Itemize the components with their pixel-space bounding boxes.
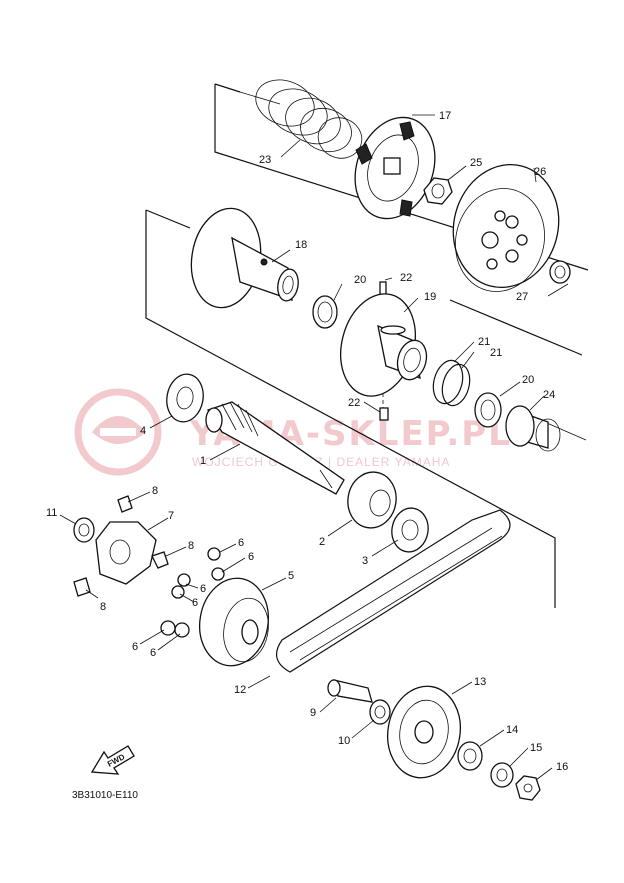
callout-6-a: 6: [238, 537, 244, 549]
callout-22-lower: 22: [348, 397, 360, 409]
callout-10: 10: [338, 735, 350, 747]
callout-17: 17: [439, 110, 451, 122]
callout-18: 18: [295, 239, 307, 251]
callout-8-right: 8: [188, 540, 194, 552]
collar-upper: [312, 295, 338, 329]
callout-14: 14: [506, 724, 518, 736]
leader-lines: [59, 114, 569, 781]
callout-8-left: 8: [100, 601, 106, 613]
bearing-upper: [166, 373, 204, 423]
callout-5: 5: [288, 570, 294, 582]
slider-left: [73, 577, 91, 597]
callout-16: 16: [556, 761, 568, 773]
callout-13: 13: [474, 676, 486, 688]
oil-seal-lower: [391, 507, 429, 553]
primary-sliding-sheave: [199, 577, 269, 667]
callouts: 23 17 25 26 27 18 20 22 19 21 21 20 24 2…: [46, 110, 568, 773]
primary-fixed-sheave: [387, 685, 461, 779]
callout-6-c: 6: [200, 583, 206, 595]
callout-21-upper: 21: [478, 336, 490, 348]
callout-20-upper: 20: [354, 274, 366, 286]
callout-26: 26: [534, 166, 546, 178]
watermark-logo-icon: [74, 388, 162, 476]
callout-22-upper: 22: [400, 272, 412, 284]
callout-9: 9: [310, 707, 316, 719]
oil-seal: [505, 405, 561, 452]
clutch-nut: [423, 177, 453, 205]
weight-roller: [207, 547, 221, 561]
secondary-sliding-sheave: [340, 293, 428, 397]
watermark-dealer: WOJCIECH GOWICZ | DEALER YAMAHA: [192, 455, 450, 469]
sheave-nut: [515, 775, 541, 801]
weight-roller: [211, 567, 225, 581]
guide-pin-lower: [379, 407, 389, 421]
callout-3: 3: [362, 555, 368, 567]
callout-15: 15: [530, 742, 542, 754]
callout-8-top: 8: [152, 485, 158, 497]
v-belt: [275, 509, 511, 673]
washer-11: [73, 517, 95, 543]
callout-6-f: 6: [150, 647, 156, 659]
clutch-housing: [452, 163, 560, 292]
secondary-fixed-sheave: [190, 207, 299, 309]
secondary-sheave-frame: [145, 209, 587, 608]
callout-7: 7: [168, 510, 174, 522]
callout-24: 24: [543, 389, 555, 401]
fwd-arrow-icon: FWD: [90, 745, 135, 775]
washer-15: [490, 762, 514, 788]
callout-11: 11: [46, 507, 57, 519]
washer-10: [369, 699, 391, 725]
bearing-middle: [347, 471, 397, 529]
callout-6-d: 6: [192, 597, 198, 609]
callout-6-e: 6: [132, 641, 138, 653]
callout-19: 19: [424, 291, 436, 303]
weight-roller: [174, 622, 190, 638]
callout-20-lower: 20: [522, 374, 534, 386]
diagram-code: 3B31010-E110: [72, 790, 138, 801]
weight-roller: [177, 573, 191, 587]
callout-21-lower: 21: [490, 347, 502, 359]
collar-lower: [474, 392, 502, 428]
secondary-shaft: [205, 401, 345, 495]
callout-6-b: 6: [248, 551, 254, 563]
o-rings: [432, 359, 471, 407]
weight-roller: [160, 620, 176, 636]
callout-27: 27: [516, 291, 528, 303]
washer-14: [457, 741, 483, 771]
slider-upper: [117, 495, 133, 513]
callout-4: 4: [140, 425, 146, 437]
callout-25: 25: [470, 157, 482, 169]
cam-plate: [95, 521, 157, 585]
callout-2: 2: [319, 536, 325, 548]
clutch-carrier: [354, 116, 436, 220]
weight-roller: [171, 585, 185, 599]
callout-23: 23: [259, 154, 271, 166]
slider-right: [151, 551, 169, 569]
callout-12: 12: [234, 684, 246, 696]
clutch-spring: [255, 79, 363, 159]
primary-collar: [327, 679, 373, 703]
housing-nut: [549, 260, 571, 284]
weight-rollers: [160, 547, 225, 638]
callout-1: 1: [200, 455, 206, 467]
